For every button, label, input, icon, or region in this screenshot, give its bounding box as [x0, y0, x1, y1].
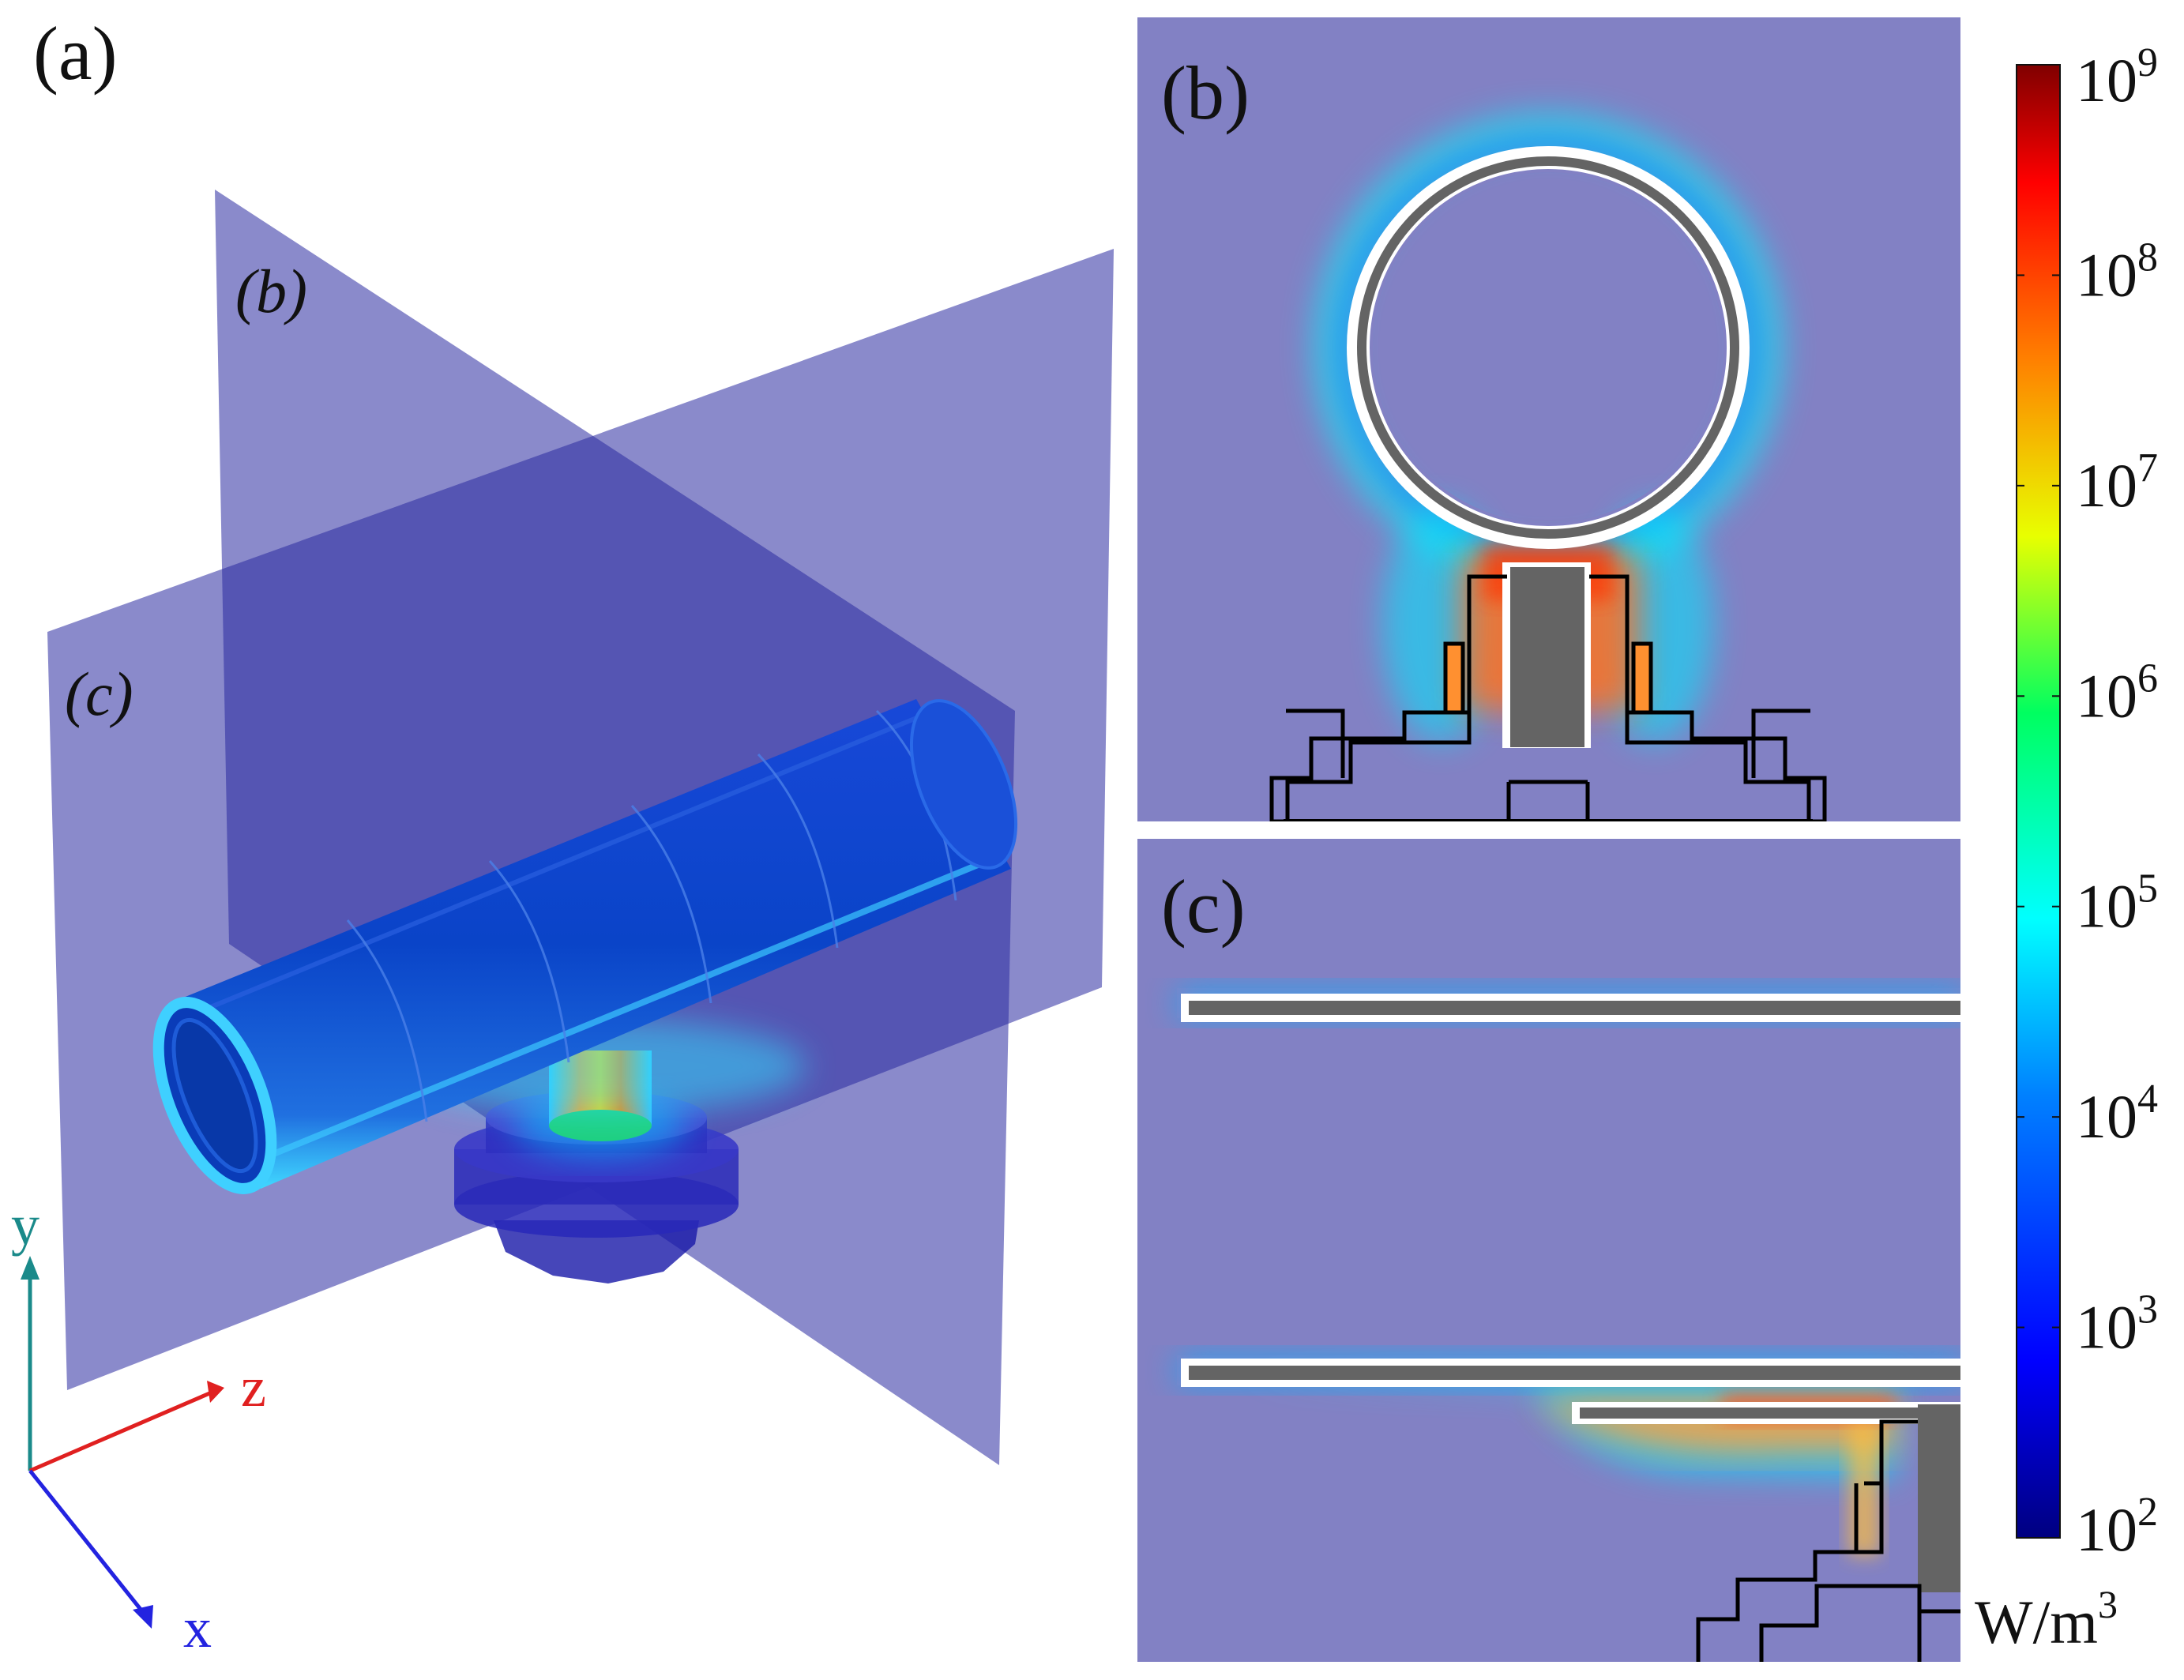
axis-z-arrow: [207, 1381, 224, 1403]
colorbar-tick-label: 104: [2076, 1077, 2158, 1151]
feed-post-section: [1918, 1404, 1960, 1592]
panel-b-label: (b): [1161, 51, 1250, 135]
colorbar-tick-base: 10: [2076, 46, 2137, 115]
colorbar-tick-exponent: 7: [2137, 445, 2158, 490]
panel-a-label: (a): [33, 11, 118, 96]
axis-x-label: x: [183, 1596, 212, 1659]
colorbar-tick-exponent: 9: [2137, 40, 2158, 85]
colorbar-tick-base: 10: [2076, 872, 2137, 941]
colorbar-tick-exponent: 8: [2137, 235, 2158, 280]
panel-c-background: [1137, 839, 1960, 1662]
colorbar-tick-base: 10: [2076, 451, 2137, 520]
colorbar-tick-label: 102: [2076, 1490, 2158, 1564]
axis-z-label: z: [241, 1355, 266, 1419]
colorbar-tick-base: 10: [2076, 240, 2137, 309]
axis-y-arrow: [21, 1256, 39, 1280]
colorbar-tick-exponent: 3: [2137, 1287, 2158, 1332]
colorbar-tick-label: 103: [2076, 1287, 2158, 1362]
colorbar-unit: W/m3: [1975, 1582, 2118, 1656]
colorbar-tick-base: 10: [2076, 1495, 2137, 1564]
colorbar-tick-base: 10: [2076, 1082, 2137, 1151]
plane-c-label: (c): [65, 660, 133, 728]
feed-post-section: [1510, 567, 1584, 747]
panel-c: (c): [1137, 839, 1960, 1662]
axis-x-arrow: [133, 1605, 153, 1629]
colorbar-tick-label: 109: [2076, 40, 2158, 115]
colorbar-tick-label: 108: [2076, 235, 2158, 309]
colorbar-tick-label: 107: [2076, 445, 2158, 520]
axis-y-label: y: [11, 1193, 39, 1257]
stepped-base-outline: [1696, 1419, 1960, 1662]
colorbar-tick-label: 105: [2076, 866, 2158, 941]
colorbar-tick-exponent: 4: [2137, 1077, 2158, 1122]
colorbar-gradient: [2016, 64, 2061, 1539]
colorbar-tick-exponent: 2: [2137, 1490, 2158, 1535]
axis-z-line: [29, 1389, 214, 1473]
hollow-tube: [152, 699, 1018, 1194]
plane-b-label: (b): [235, 257, 307, 325]
colorbar-tick-label: 106: [2076, 656, 2158, 730]
colorbar-tick-base: 10: [2076, 661, 2137, 730]
colorbar-unit-base: W/m: [1975, 1588, 2098, 1656]
colorbar-tick-exponent: 5: [2137, 866, 2158, 911]
axis-x-line: [28, 1469, 144, 1613]
axis-triad: y z x: [11, 1193, 266, 1659]
colorbar-unit-exp: 3: [2098, 1582, 2118, 1626]
panel-a: (a) (b) (c) y z x: [11, 11, 1114, 1659]
colorbar-tick-base: 10: [2076, 1293, 2137, 1362]
panel-b: (b): [1137, 17, 1960, 821]
colorbar-tick-exponent: 6: [2137, 656, 2158, 701]
panel-c-label: (c): [1161, 864, 1246, 949]
